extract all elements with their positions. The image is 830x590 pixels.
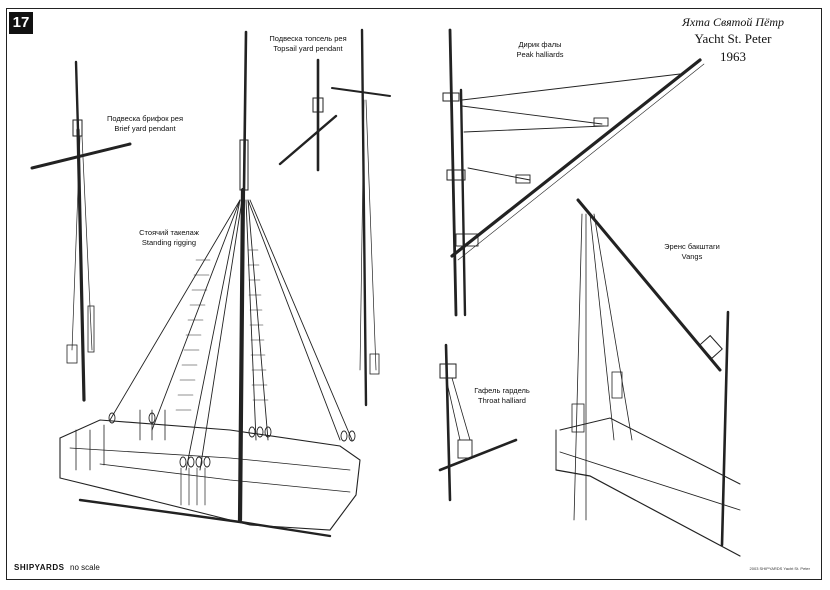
- standing-rigging: [59, 30, 361, 538]
- scale-note: no scale: [70, 563, 100, 572]
- label-standing-ru: Стоячий такелаж: [139, 228, 199, 237]
- brief-yard-mast: [30, 60, 132, 402]
- label-brief-yard-ru: Подвеска брифок рея: [106, 114, 184, 123]
- label-throat-halliard: Гафель гардель Throat halliard: [462, 386, 542, 406]
- label-vangs-ru: Эренс бакштаги: [664, 242, 720, 251]
- label-peak-ru: Дирик фалы: [518, 40, 562, 49]
- page-number: 17: [9, 12, 33, 34]
- label-throat-en: Throat halliard: [478, 396, 526, 405]
- label-throat-ru: Гафель гардель: [474, 386, 530, 395]
- label-topsail-yard-en: Topsail yard pendant: [273, 44, 343, 53]
- label-brief-yard-en: Brief yard pendant: [114, 124, 176, 133]
- copyright-note: 2003 SHIPYARDS Yacht St. Peter: [749, 566, 810, 571]
- title-en: Yacht St. Peter: [694, 31, 772, 46]
- throat-halliard: [438, 343, 518, 502]
- label-peak-halliards: Дирик фалы Peak halliards: [500, 40, 580, 60]
- brand-logo-text: SHIPYARDS: [14, 563, 65, 572]
- topsail-yard-mast: [278, 28, 391, 407]
- label-topsail-yard-ru: Подвеска топсель рея: [269, 34, 347, 43]
- title-ru: Яхта Святой Пётр: [682, 15, 784, 29]
- label-standing-en: Standing rigging: [141, 238, 197, 247]
- drawing-sheet-frame: [6, 8, 822, 580]
- vangs: [555, 198, 741, 557]
- label-topsail-yard: Подвеска топсель рея Topsail yard pendan…: [258, 34, 358, 54]
- peak-halliards: [442, 28, 705, 317]
- drawing-title: Яхта Святой Пётр Yacht St. Peter 1963: [668, 14, 798, 66]
- title-year: 1963: [720, 49, 746, 64]
- label-peak-en: Peak halliards: [516, 50, 564, 59]
- label-vangs-en: Vangs: [681, 252, 703, 261]
- label-vangs: Эренс бакштаги Vangs: [652, 242, 732, 262]
- label-standing-rigging: Стоячий такелаж Standing rigging: [124, 228, 214, 248]
- label-brief-yard: Подвеска брифок рея Brief yard pendant: [100, 114, 190, 134]
